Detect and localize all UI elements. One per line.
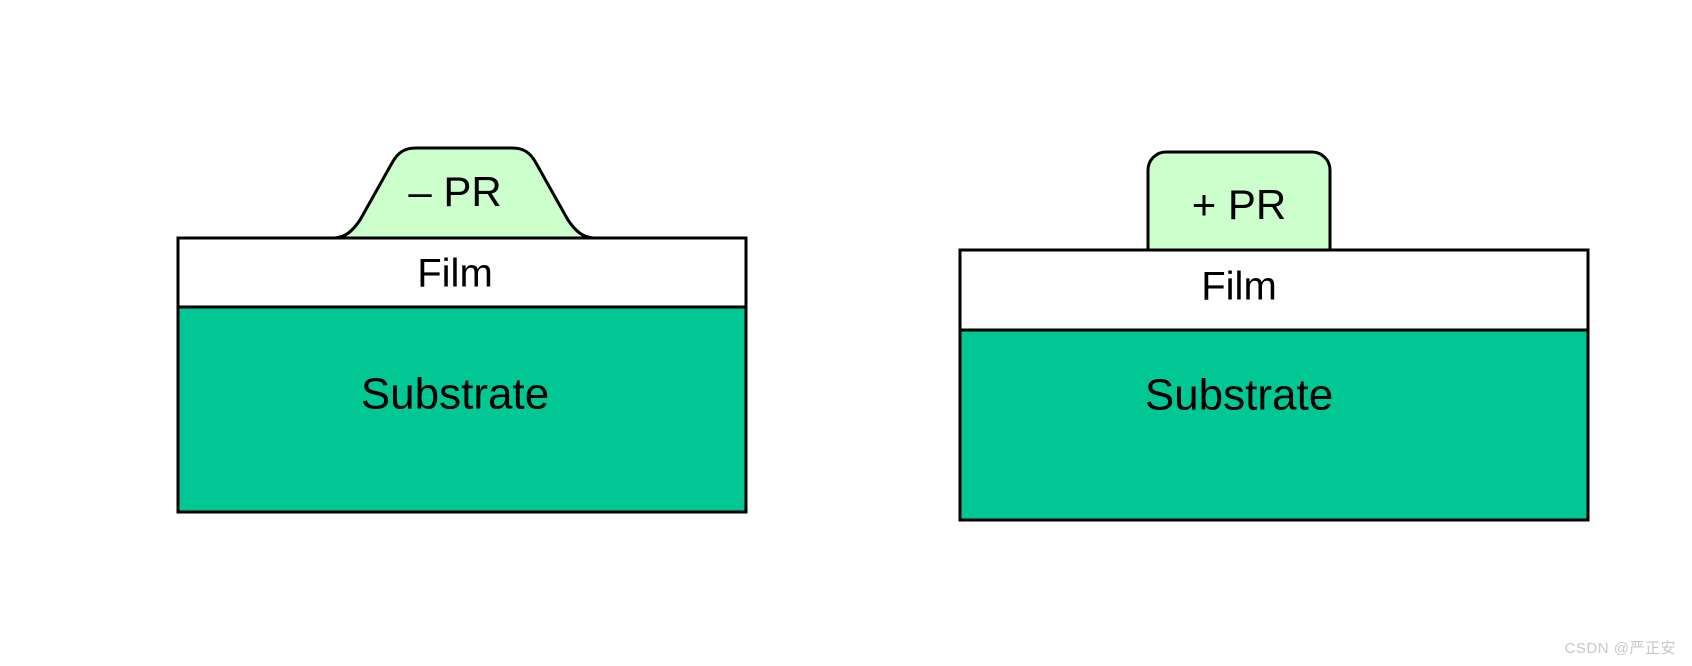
photoresist-label-positive: + PR (1192, 181, 1287, 228)
substrate-block-left (176, 305, 748, 514)
substrate-label-right: Substrate (1145, 371, 1333, 420)
substrate-label-left: Substrate (361, 370, 549, 419)
photoresist-shape-negative (333, 146, 595, 240)
film-block-right (958, 248, 1590, 332)
film-label-right: Film (1201, 265, 1277, 309)
diagram-positive-resist: + PR Film Substrate (958, 150, 1590, 522)
substrate-block-right (958, 328, 1590, 522)
diagram-negative-resist: – PR Film Substrate (176, 146, 748, 514)
film-block-left (176, 236, 748, 309)
csdn-watermark: CSDN @严正安 (1564, 640, 1676, 657)
film-label-left: Film (417, 252, 493, 296)
photoresist-shape-positive (1146, 150, 1332, 252)
photoresist-label-negative: – PR (408, 168, 501, 215)
